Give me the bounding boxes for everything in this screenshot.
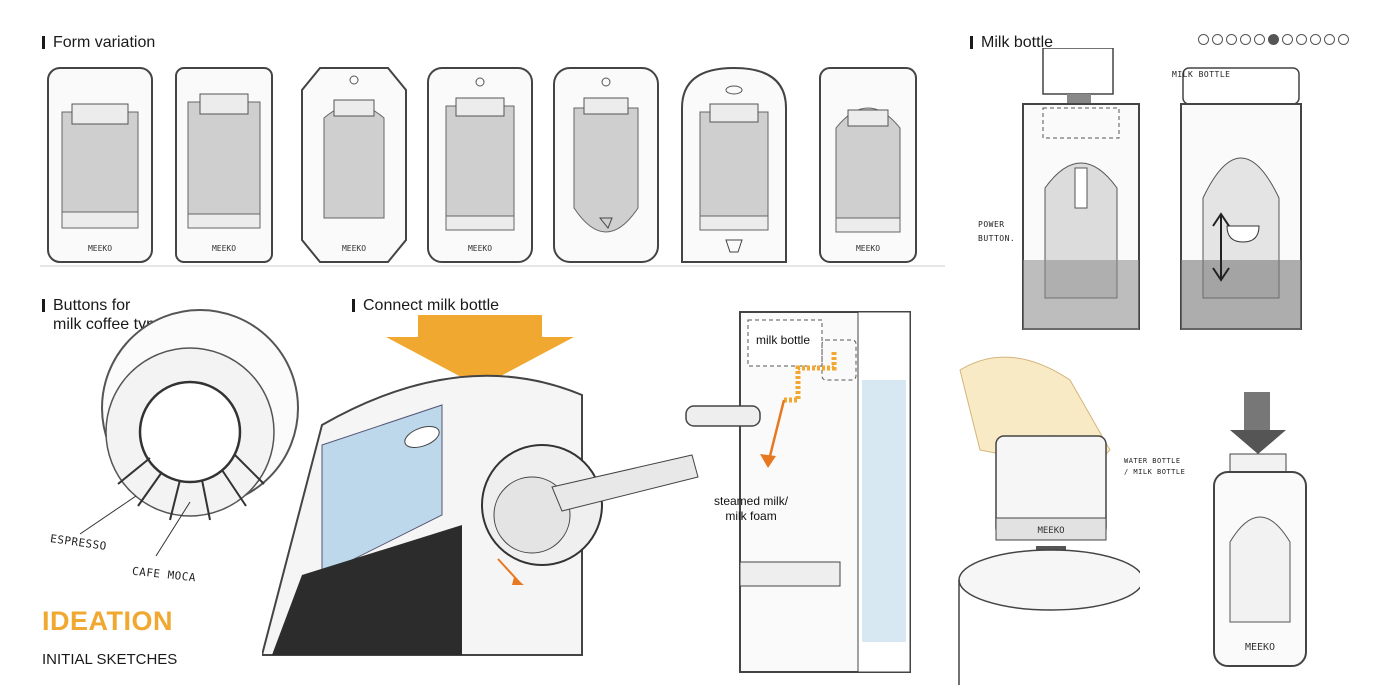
machine-sketch-4: MEEKO [427, 67, 533, 263]
svg-text:MEEKO: MEEKO [1245, 642, 1275, 653]
down-arrow-icon [386, 315, 574, 387]
svg-text:MEEKO: MEEKO [468, 244, 492, 253]
water-bottle-note: WATER BOTTLE / MILK BOTTLE [1124, 456, 1185, 478]
pagination-dot[interactable] [1310, 34, 1321, 45]
pagination-dots [1198, 34, 1349, 45]
water-bottle-note-line1: WATER BOTTLE [1124, 457, 1181, 465]
buttons-heading-line1: Buttons for [53, 297, 131, 314]
power-button-note-line2: BUTTON. [978, 234, 1016, 243]
connect-milk-sketch [262, 315, 699, 656]
water-bottle-sketch: MEEKO [1213, 392, 1307, 667]
buttons-heading: Buttons for milk coffee type [42, 296, 164, 334]
down-arrow-icon [1230, 430, 1286, 454]
bottle-insert-sketch: MEEKO [958, 356, 1140, 685]
pagination-dot[interactable] [1324, 34, 1335, 45]
steamed-milk-line1: steamed milk/ [714, 494, 789, 508]
machine-side-view-2 [1180, 67, 1302, 330]
milk-bottle-note: MILK BOTTLE [1172, 70, 1231, 79]
steamed-milk-line2: milk foam [725, 509, 777, 523]
milk-bottle-callout: milk bottle [756, 333, 811, 348]
svg-text:MEEKO: MEEKO [1037, 526, 1064, 536]
machine-sketch-1: MEEKO [47, 67, 153, 263]
power-button-note: POWER BUTTON. [978, 218, 1015, 246]
water-bottle-note-line2: / MILK BOTTLE [1124, 468, 1186, 476]
pagination-dot[interactable] [1296, 34, 1307, 45]
pagination-dot[interactable] [1338, 34, 1349, 45]
pagination-dot[interactable] [1240, 34, 1251, 45]
pagination-dot[interactable] [1254, 34, 1265, 45]
button-dial-sketch [79, 309, 299, 557]
steamed-milk-callout: steamed milk/ milk foam [714, 494, 788, 524]
milk-bottle-sketches [1022, 48, 1302, 330]
svg-text:MEEKO: MEEKO [856, 244, 880, 253]
machine-sketch-7: MEEKO [819, 67, 917, 263]
machine-sketch-5 [553, 67, 659, 263]
pagination-dot[interactable] [1198, 34, 1209, 45]
svg-text:MEEKO: MEEKO [342, 244, 366, 253]
machine-sketch-3: MEEKO [301, 67, 407, 263]
svg-text:MEEKO: MEEKO [88, 244, 112, 253]
machine-sketch-2: MEEKO [175, 67, 273, 263]
pagination-dot[interactable] [1282, 34, 1293, 45]
connect-milk-heading: Connect milk bottle [352, 296, 499, 315]
cross-section-sketch [685, 311, 911, 673]
initial-sketches-subtitle: INITIAL SKETCHES [42, 651, 178, 668]
svg-text:MEEKO: MEEKO [212, 244, 236, 253]
milk-bottle-heading: Milk bottle [970, 33, 1053, 52]
pagination-dot[interactable] [1226, 34, 1237, 45]
form-variation-sketches: MEEKO MEEKO MEEKO MEEKO [40, 66, 945, 267]
power-button-note-line1: POWER [978, 220, 1005, 229]
pagination-dot[interactable] [1212, 34, 1223, 45]
pagination-dot[interactable] [1268, 34, 1279, 45]
form-variation-heading: Form variation [42, 33, 155, 52]
machine-side-view-1 [1022, 48, 1140, 330]
buttons-heading-line2: milk coffee type [53, 316, 164, 333]
machine-sketch-6 [681, 66, 787, 263]
ideation-title: IDEATION [42, 606, 173, 636]
